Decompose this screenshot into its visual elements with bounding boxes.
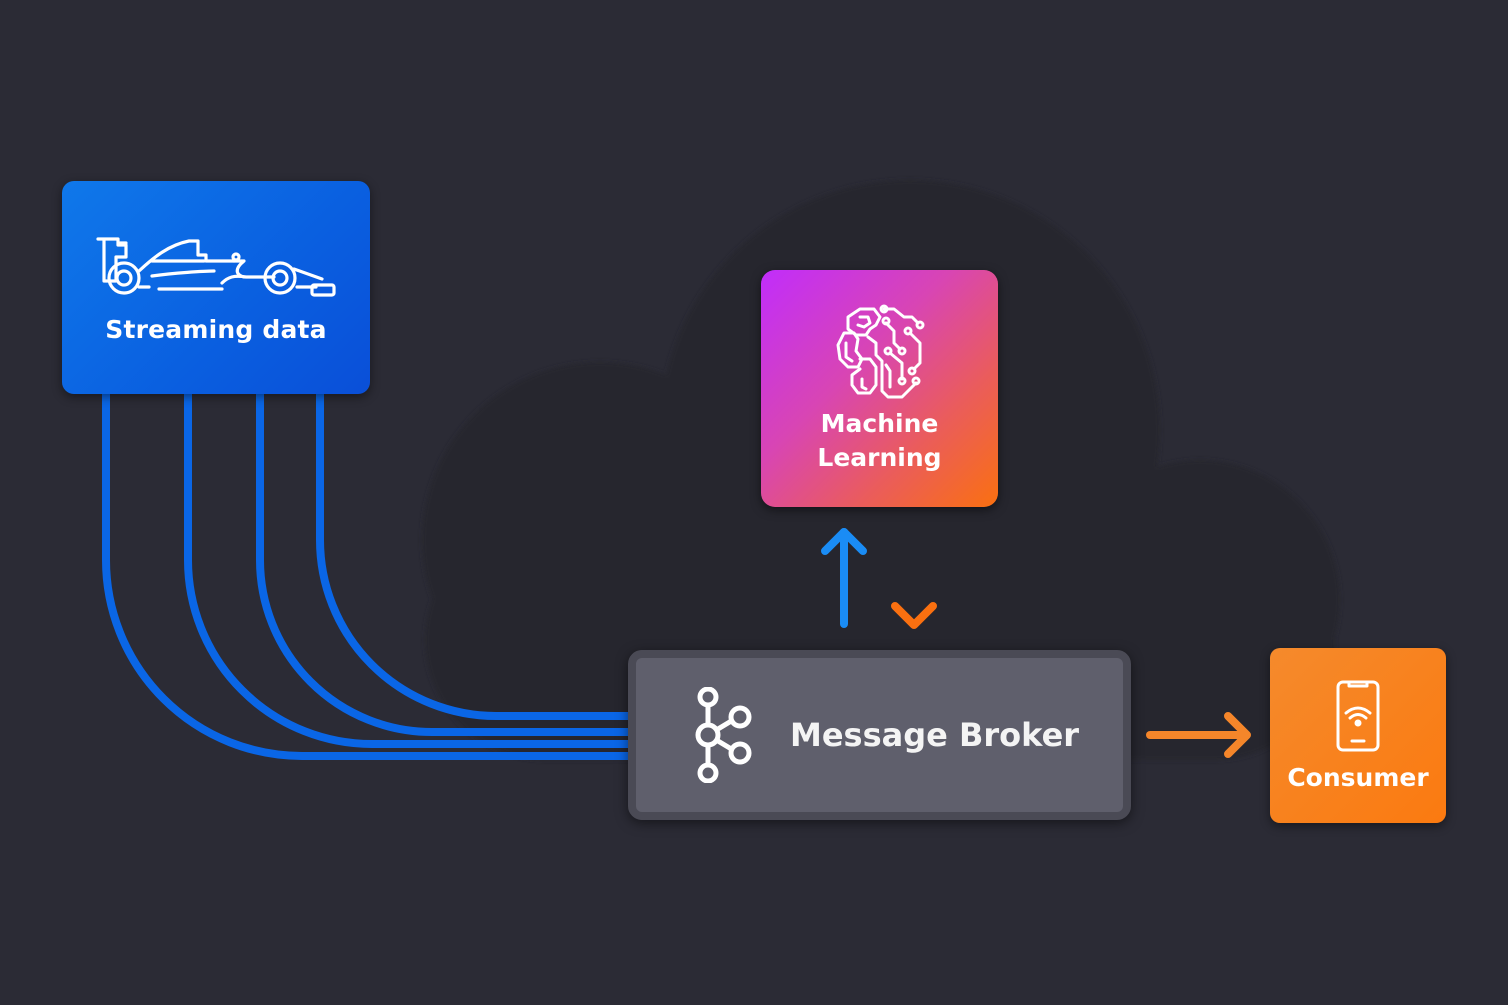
stream-line-4 xyxy=(316,390,632,720)
machine-learning-node[interactable]: Machine Learning xyxy=(761,270,998,507)
stream-connectors xyxy=(102,390,632,760)
stream-line-2 xyxy=(184,390,632,748)
brain-circuit-icon xyxy=(836,304,924,398)
arrow-up-to-ml xyxy=(821,528,867,628)
consumer-node[interactable]: Consumer xyxy=(1270,648,1446,823)
arrow-down-to-broker xyxy=(891,527,937,629)
smartphone-wifi-icon xyxy=(1336,680,1380,752)
arrow-right-to-consumer xyxy=(1146,712,1251,758)
machine-learning-label: Machine Learning xyxy=(817,407,941,475)
machine-learning-label-line2: Learning xyxy=(817,442,942,472)
stream-line-1 xyxy=(102,390,632,760)
consumer-label: Consumer xyxy=(1287,763,1429,792)
stream-line-3 xyxy=(256,390,632,736)
message-broker-node[interactable]: Message Broker xyxy=(628,650,1131,820)
machine-learning-label-line1: Machine xyxy=(820,408,939,438)
streaming-data-node[interactable]: Streaming data xyxy=(62,181,370,394)
message-broker-label: Message Broker xyxy=(790,716,1080,754)
kafka-icon xyxy=(695,687,752,783)
streaming-data-label: Streaming data xyxy=(105,315,327,344)
race-car-icon xyxy=(96,237,336,297)
